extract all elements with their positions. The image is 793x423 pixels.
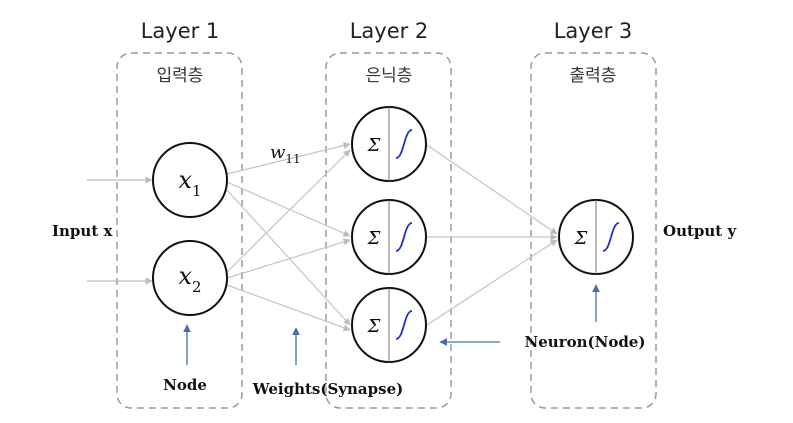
input-label: Input x: [52, 222, 113, 240]
synapse-connections-1-2: [226, 142, 351, 332]
svg-text:x1: x1: [178, 166, 201, 200]
synapse-connections-2-3: [426, 144, 558, 326]
sigmoid-icon: [395, 129, 413, 159]
sigmoid-icon: [395, 222, 413, 252]
input-node-1-sub: 1: [192, 182, 202, 200]
layer-1-box: [116, 52, 243, 409]
node-label: Node: [163, 376, 207, 394]
input-node-2-var: x: [178, 262, 192, 290]
layer-3-title: Layer 3: [554, 19, 633, 43]
sum-symbol: Σ: [367, 316, 381, 337]
sigmoid-icon: [602, 222, 620, 252]
hidden-neuron-3: Σ: [351, 287, 427, 363]
layer-2-title: Layer 2: [350, 19, 429, 43]
layer-2-box: [325, 52, 452, 409]
weight-var: w: [270, 142, 286, 163]
input-node-2-sub: 2: [192, 278, 202, 296]
weights-label: Weights(Synapse): [252, 380, 403, 398]
weight-label: w11: [270, 142, 301, 166]
output-label: Output y: [663, 222, 737, 240]
sum-symbol: Σ: [367, 135, 381, 156]
layer-1-subtitle: 입력층: [157, 66, 204, 86]
input-node-1: x1: [152, 142, 228, 218]
weight-sub: 11: [285, 152, 300, 166]
hidden-neuron-2: Σ: [351, 199, 427, 275]
svg-text:x2: x2: [178, 262, 201, 296]
layer-2-subtitle: 은닉층: [366, 66, 413, 86]
sum-symbol: Σ: [574, 228, 588, 249]
layer-3-box: [530, 52, 657, 409]
input-node-2: x2: [152, 240, 228, 316]
sigmoid-icon: [395, 310, 413, 340]
output-neuron: Σ: [558, 199, 634, 275]
layer-1-title: Layer 1: [141, 19, 220, 43]
layer-3-subtitle: 출력층: [570, 66, 617, 86]
hidden-neuron-1: Σ: [351, 106, 427, 182]
sum-symbol: Σ: [367, 228, 381, 249]
input-node-1-var: x: [178, 166, 192, 194]
neuron-label: Neuron(Node): [525, 333, 646, 351]
